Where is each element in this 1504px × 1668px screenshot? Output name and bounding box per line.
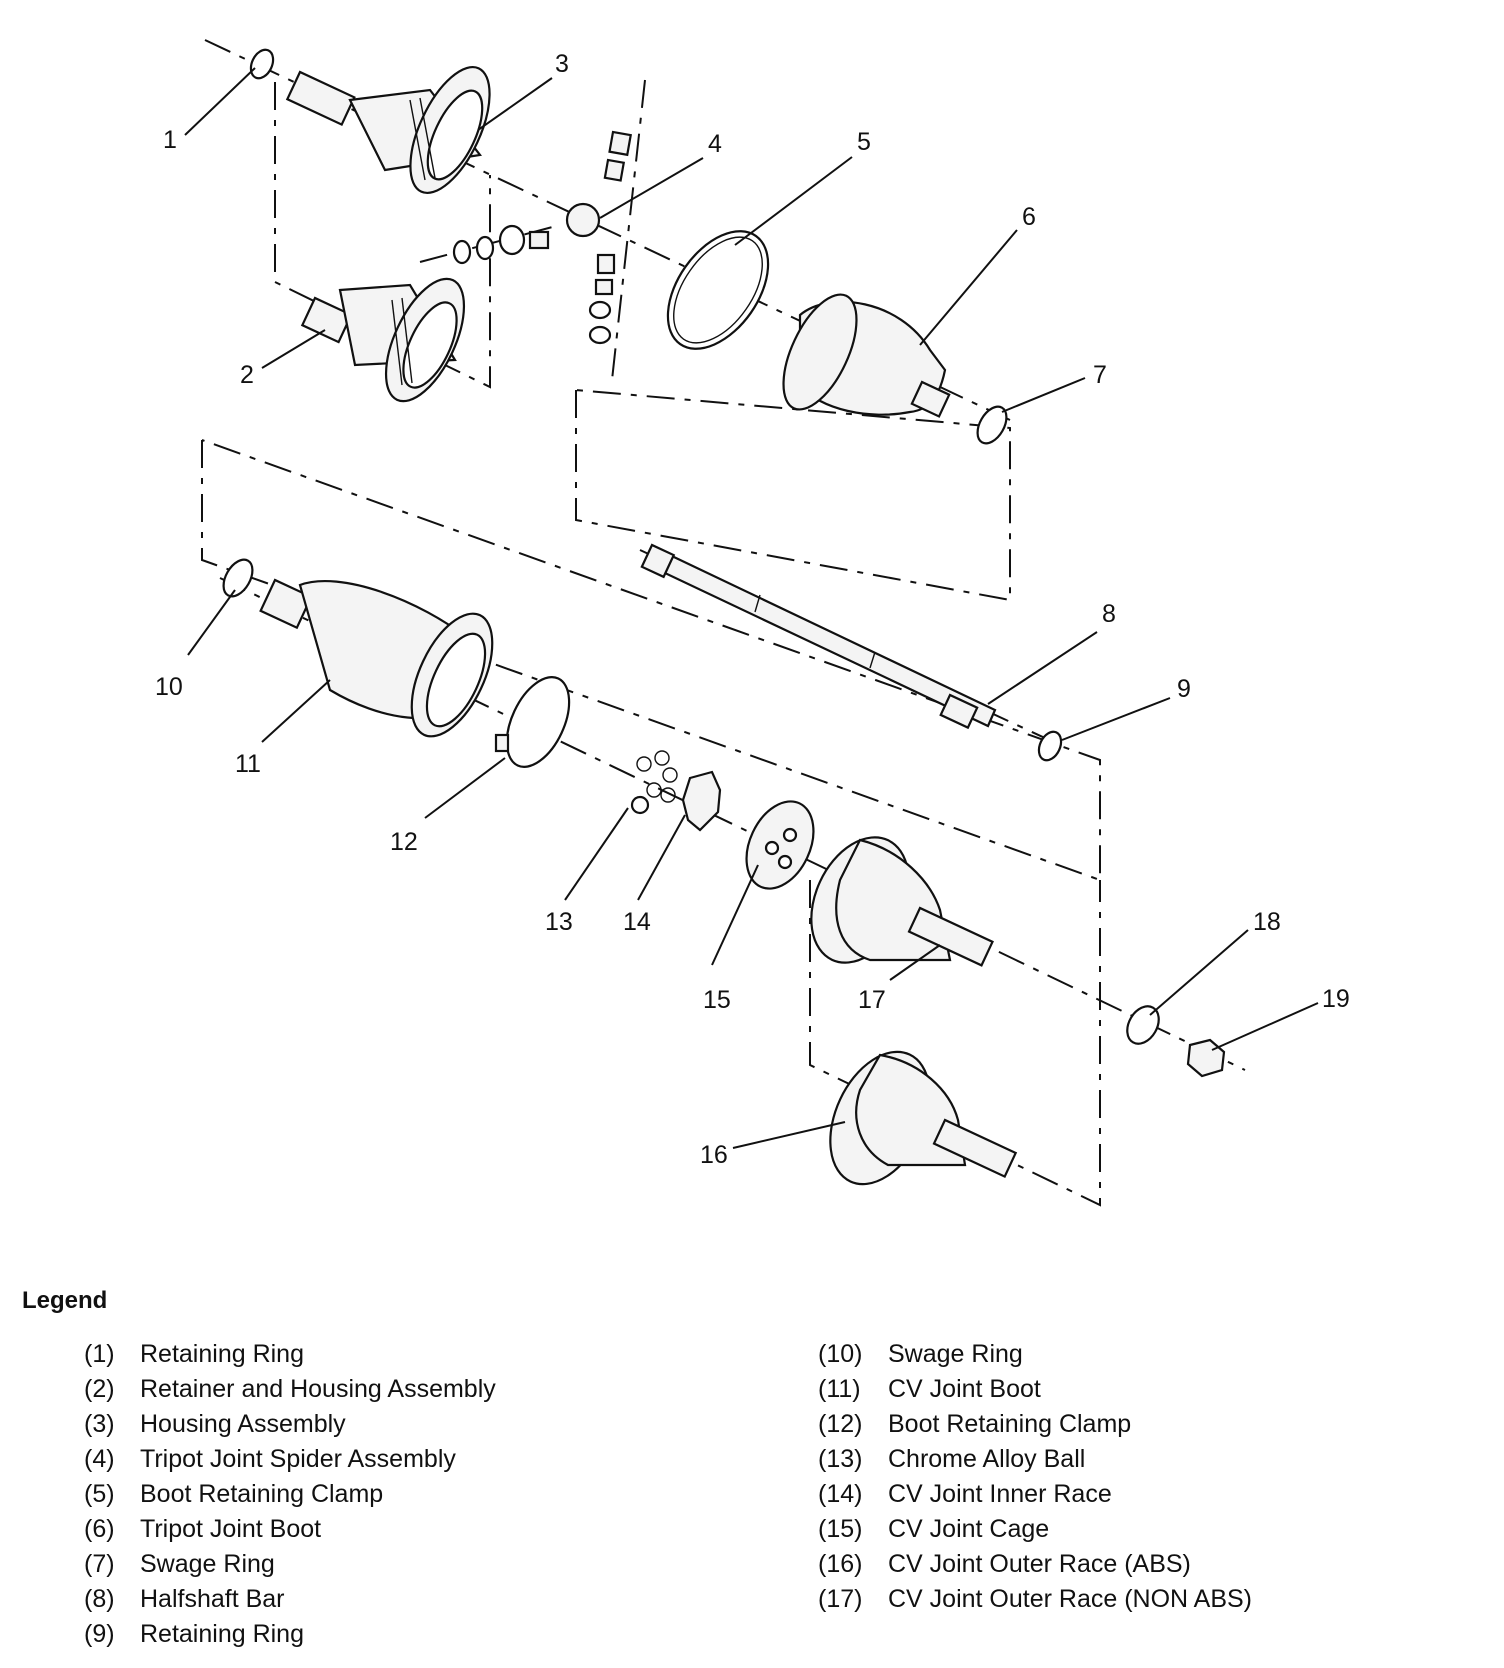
callout-6: 6: [1022, 203, 1036, 231]
nut-19: [1186, 1038, 1226, 1078]
retainer-housing-assembly-2: [300, 277, 466, 403]
legend-item: (13) Chrome Alloy Ball: [818, 1442, 1252, 1477]
swage-ring-7: [976, 405, 1008, 445]
legend-item-number: (8): [84, 1585, 115, 1613]
bracket-halfshaft-bar: [575, 389, 1011, 602]
legend-item-number: (3): [84, 1410, 115, 1438]
legend-item-label: Boot Retaining Clamp: [140, 1480, 384, 1508]
legend-item-number: (14): [818, 1480, 863, 1508]
legend-item-label: Housing Assembly: [140, 1410, 346, 1438]
legend-item-label: Tripot Joint Spider Assembly: [140, 1445, 456, 1473]
legend-item-label: Boot Retaining Clamp: [888, 1410, 1132, 1438]
legend-item-number: (4): [84, 1445, 115, 1473]
callout-9: 9: [1177, 675, 1191, 703]
legend-item-number: (11): [818, 1375, 861, 1403]
legend-item-number: (10): [818, 1340, 863, 1368]
retaining-ring-1: [249, 48, 275, 80]
legend-item: (3) Housing Assembly: [84, 1407, 496, 1442]
legend-item-number: (17): [818, 1585, 863, 1613]
retaining-ring-9: [1037, 730, 1063, 762]
legend-item-number: (9): [84, 1620, 115, 1648]
legend-item: (9) Retaining Ring: [84, 1617, 496, 1652]
callout-16: 16: [700, 1141, 728, 1169]
callout-18: 18: [1253, 908, 1281, 936]
legend-item: (7) Swage Ring: [84, 1547, 496, 1582]
cv-outer-race-16: [829, 1050, 1018, 1186]
legend-item-label: Swage Ring: [140, 1550, 275, 1578]
swage-ring-10: [222, 558, 254, 598]
callout-14: 14: [623, 908, 651, 936]
legend-item-number: (1): [84, 1340, 115, 1368]
legend-title: Legend: [22, 1287, 108, 1314]
cv-outer-race-17: [810, 836, 994, 967]
bracket-cv-assembly: [201, 439, 1101, 882]
washer-18: [1126, 1005, 1160, 1045]
legend-item-label: CV Joint Boot: [888, 1375, 1041, 1403]
legend-item: (1) Retaining Ring: [84, 1337, 496, 1372]
housing-assembly-3: [285, 65, 491, 195]
legend-column-right: (10) Swage Ring (11) CV Joint Boot (12) Boo…: [818, 1337, 1252, 1617]
bracket-housing-alt: [274, 82, 491, 389]
callout-1: 1: [163, 126, 177, 154]
boot-clamp-5: [666, 230, 770, 350]
legend-item: (15) CV Joint Cage: [818, 1512, 1252, 1547]
tripot-boot-6: [782, 293, 951, 418]
callout-11: 11: [235, 750, 261, 778]
halfshaft-bar-8: [640, 543, 997, 730]
callout-10: 10: [155, 673, 183, 701]
tripot-spider-4: [452, 130, 633, 345]
halfshaft-exploded-diagram: 1 2 3 4 5 6 7 8 9 10 11 12 13 14 15 16 1…: [155, 39, 1350, 1207]
boot-clamp-12: [494, 676, 571, 768]
callout-12: 12: [390, 828, 418, 856]
legend-item: (6) Tripot Joint Boot: [84, 1512, 496, 1547]
callout-2: 2: [240, 361, 254, 389]
legend-item: (4) Tripot Joint Spider Assembly: [84, 1442, 496, 1477]
callout-3: 3: [555, 50, 569, 78]
legend-item-number: (7): [84, 1550, 115, 1578]
callout-19: 19: [1322, 985, 1350, 1013]
callout-8: 8: [1102, 600, 1116, 628]
legend-item-number: (13): [818, 1445, 863, 1473]
legend-item: (10) Swage Ring: [818, 1337, 1252, 1372]
legend-column-left: (1) Retaining Ring (2) Retainer and Housin…: [84, 1337, 496, 1652]
legend-item-label: Chrome Alloy Ball: [888, 1445, 1086, 1473]
legend-item-label: Retaining Ring: [140, 1620, 304, 1648]
legend-item: (2) Retainer and Housing Assembly: [84, 1372, 496, 1407]
chrome-balls-13: [630, 750, 678, 815]
callout-5: 5: [857, 128, 871, 156]
callout-4: 4: [708, 130, 722, 158]
callout-13: 13: [545, 908, 573, 936]
legend-item-label: CV Joint Inner Race: [888, 1480, 1112, 1508]
legend-item-number: (6): [84, 1515, 115, 1543]
legend-item-label: Halfshaft Bar: [140, 1585, 285, 1613]
legend-item-label: Swage Ring: [888, 1340, 1023, 1368]
legend-item-label: Retainer and Housing Assembly: [140, 1375, 496, 1403]
callout-17: 17: [858, 986, 886, 1014]
legend-item-number: (5): [84, 1480, 115, 1508]
legend-item: (11) CV Joint Boot: [818, 1372, 1252, 1407]
callout-15: 15: [703, 986, 731, 1014]
legend-item-number: (12): [818, 1410, 863, 1438]
axis-spider-vertical: [611, 79, 646, 381]
legend-item: (16) CV Joint Outer Race (ABS): [818, 1547, 1252, 1582]
cv-inner-race-14: [681, 770, 722, 832]
legend-item-label: CV Joint Outer Race (NON ABS): [888, 1585, 1253, 1613]
legend-item-number: (2): [84, 1375, 115, 1403]
legend-item: (5) Boot Retaining Clamp: [84, 1477, 496, 1512]
cv-boot-11: [259, 578, 494, 738]
legend-item: (17) CV Joint Outer Race (NON ABS): [818, 1582, 1252, 1617]
legend-item-label: CV Joint Outer Race (ABS): [888, 1550, 1191, 1578]
legend-item-label: Tripot Joint Boot: [140, 1515, 322, 1543]
legend-item: (14) CV Joint Inner Race: [818, 1477, 1252, 1512]
legend-item: (12) Boot Retaining Clamp: [818, 1407, 1252, 1442]
cv-cage-15: [745, 800, 815, 890]
legend-item-number: (15): [818, 1515, 863, 1543]
leader-lines: [184, 67, 1319, 1149]
legend-item-label: Retaining Ring: [140, 1340, 304, 1368]
callout-7: 7: [1093, 361, 1107, 389]
legend-item: (8) Halfshaft Bar: [84, 1582, 496, 1617]
legend-item-label: CV Joint Cage: [888, 1515, 1050, 1543]
legend-item-number: (16): [818, 1550, 863, 1578]
